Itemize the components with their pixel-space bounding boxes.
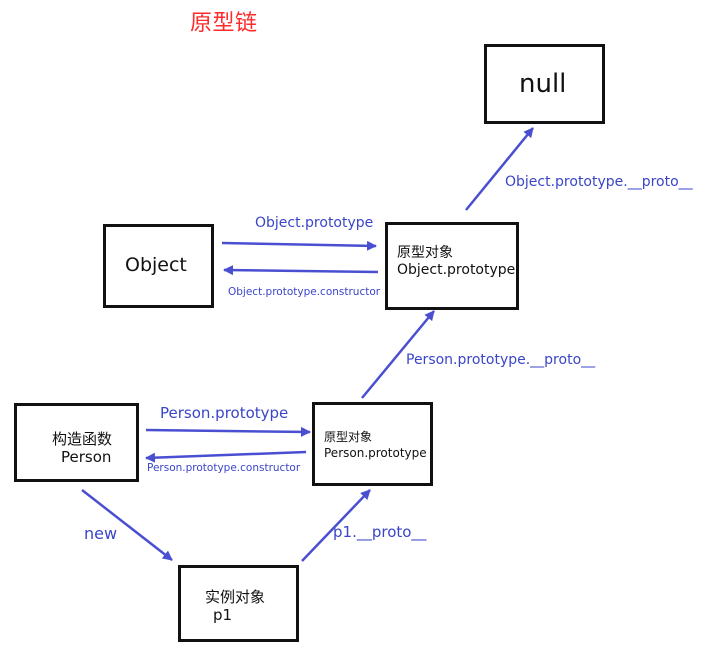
node-person-prototype: 原型对象 Person.prototype	[312, 402, 433, 486]
label-person-prototype-constructor: Person.prototype.constructor	[147, 462, 301, 474]
node-null: null	[484, 44, 605, 124]
arrow-object-prototype-to-null	[465, 127, 534, 211]
node-object-prototype-line2: Object.prototype	[397, 262, 516, 278]
node-person-prototype-line1: 原型对象	[324, 430, 373, 444]
arrow-person-prototype-to-person	[145, 450, 307, 463]
node-object-prototype-line1: 原型对象	[397, 245, 453, 261]
label-new: new	[84, 524, 118, 543]
node-object-prototype: 原型对象 Object.prototype	[385, 222, 519, 310]
arrow-instance-to-person-prototype	[301, 489, 371, 562]
node-instance-line2: p1	[213, 606, 233, 624]
label-object-prototype-constructor: Object.prototype.constructor	[228, 286, 381, 298]
arrow-object-to-object-prototype	[221, 240, 377, 251]
label-person-prototype: Person.prototype	[160, 404, 289, 422]
label-object-prototype: Object.prototype	[255, 215, 374, 231]
node-person-prototype-line2: Person.prototype	[324, 446, 427, 460]
label-p1-proto: p1.__proto__	[333, 523, 427, 541]
node-instance: 实例对象 p1	[178, 565, 299, 642]
node-object: Object	[103, 224, 214, 308]
label-object-prototype-proto: Object.prototype.__proto__	[505, 174, 693, 190]
diagram-title: 原型链	[190, 11, 258, 36]
node-person-line2: Person	[61, 448, 112, 466]
arrow-object-prototype-to-object	[223, 265, 379, 276]
node-person-line1: 构造函数	[52, 430, 113, 448]
arrow-person-to-instance	[81, 489, 173, 561]
node-person: 构造函数 Person	[14, 403, 139, 482]
arrow-person-prototype-to-object-prototype	[361, 310, 435, 399]
label-person-prototype-proto: Person.prototype.__proto__	[406, 352, 596, 368]
node-null-label: null	[519, 69, 567, 99]
node-instance-line1: 实例对象	[205, 588, 266, 606]
arrow-person-to-person-prototype	[145, 426, 311, 437]
node-object-label: Object	[125, 254, 187, 276]
